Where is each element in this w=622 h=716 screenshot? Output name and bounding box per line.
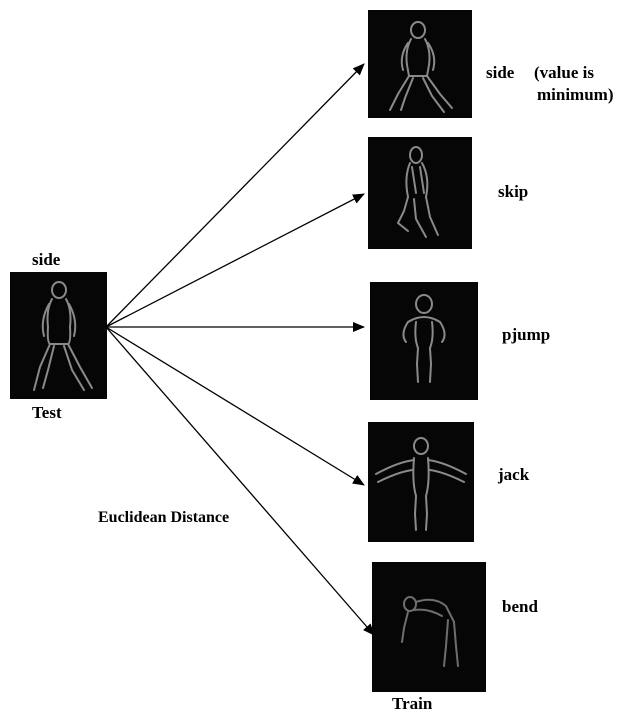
bend-pose-silhouette-icon [372,562,486,692]
train-label-jack: jack [498,465,529,485]
test-title: side [32,250,60,270]
train-note-side: (value is [534,63,594,83]
train-frame-jack [368,422,474,542]
train-label-pjump: pjump [502,325,550,345]
side-pose-silhouette-icon [368,10,472,118]
train-label-bend: bend [502,597,538,617]
side-pose-silhouette-icon [10,272,107,399]
arrow-to-side [106,64,364,327]
train-frame-side [368,10,472,118]
jack-pose-silhouette-icon [368,422,474,542]
pjump-pose-silhouette-icon [370,282,478,400]
arrow-to-skip [106,194,364,327]
train-label-side: side [486,63,514,83]
euclidean-distance-label: Euclidean Distance [98,509,229,527]
test-frame [10,272,107,399]
arrow-to-jack [106,327,364,485]
train-note2-side: minimum) [537,85,614,105]
skip-pose-silhouette-icon [368,137,472,249]
train-caption: Train [392,694,432,714]
arrow-to-bend [106,327,374,635]
train-frame-bend [372,562,486,692]
train-frame-skip [368,137,472,249]
test-caption: Test [32,403,62,423]
train-label-skip: skip [498,182,528,202]
train-frame-pjump [370,282,478,400]
